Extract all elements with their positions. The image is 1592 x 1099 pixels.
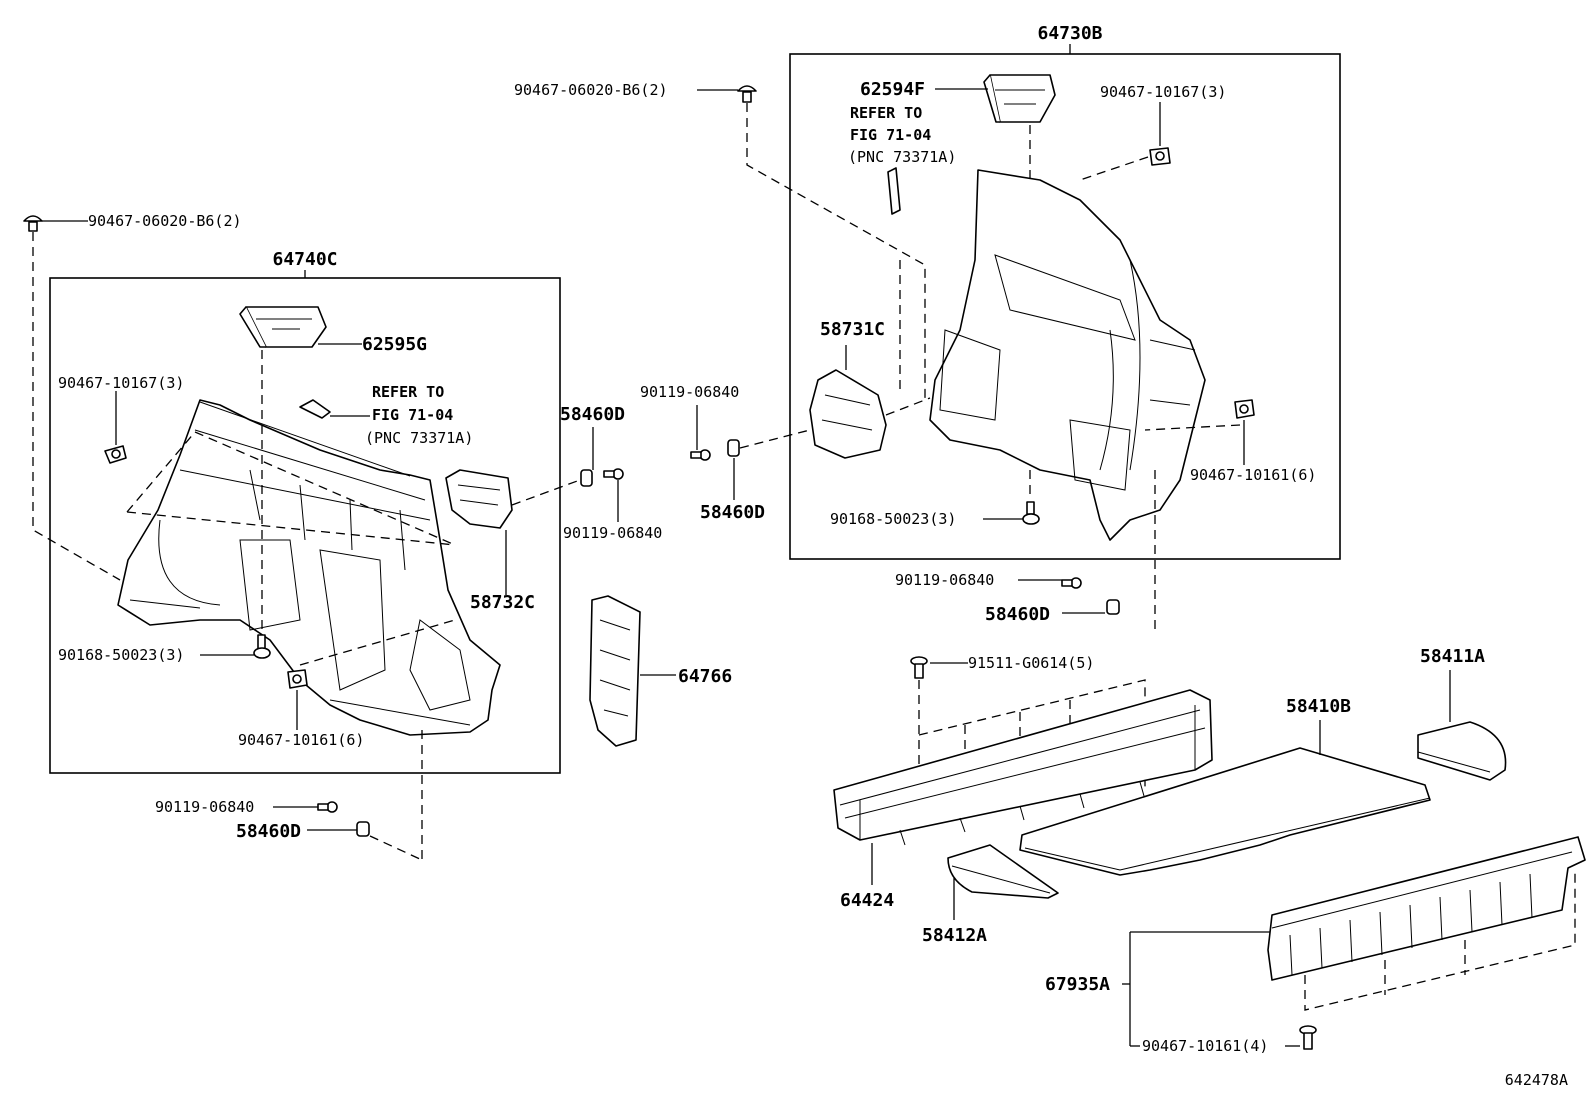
part-label: 90467-10167(3) [58, 374, 184, 392]
part-label: 90467-10161(6) [238, 731, 364, 749]
clip-nut-icon [580, 469, 593, 487]
figure-code: 642478A [1505, 1071, 1568, 1089]
clip-nut-icon [356, 821, 370, 837]
clip-icon [287, 669, 308, 689]
part-label: 64766 [678, 666, 732, 687]
part-label: 90467-10161(6) [1190, 466, 1316, 484]
side-cover-icon [1417, 721, 1507, 781]
reference-note: FIG 71-04 [372, 406, 453, 424]
clip-icon [1234, 399, 1255, 419]
deck-board-icon [1019, 747, 1431, 876]
side-panel-icon [589, 595, 641, 747]
screw-icon [253, 634, 271, 659]
side-cover-icon [947, 844, 1059, 899]
part-label: 90168-50023(3) [830, 510, 956, 528]
clip-icon [104, 445, 127, 464]
bracket-icon [445, 469, 513, 529]
reference-note: REFER TO [850, 104, 922, 122]
part-label: 62595G [362, 334, 427, 355]
bolt-icon [690, 449, 711, 461]
part-label: 58460D [985, 604, 1050, 625]
reference-note: FIG 71-04 [850, 126, 931, 144]
part-label: 90467-10161(4) [1142, 1037, 1268, 1055]
part-label: 58460D [700, 502, 765, 523]
reference-note: (PNC 73371A) [848, 148, 956, 166]
part-label: 90467-06020-B6(2) [88, 212, 242, 230]
part-label: 90119-06840 [155, 798, 254, 816]
part-label: 58732C [470, 592, 535, 613]
part-label: 58412A [922, 925, 987, 946]
part-label: 90168-50023(3) [58, 646, 184, 664]
screw-icon [910, 656, 928, 679]
clip-icon [1299, 1025, 1317, 1050]
screw-icon [1022, 501, 1040, 525]
scuff-plate-icon [1267, 836, 1586, 981]
right-assembly-label: 64730B [1037, 23, 1102, 44]
storage-box-icon [983, 74, 1056, 123]
left-assembly-label: 64740C [272, 249, 337, 270]
storage-box-icon [239, 306, 327, 348]
part-label: 64424 [840, 890, 894, 911]
part-label: 90467-06020-B6(2) [514, 81, 668, 99]
part-label: 58410B [1286, 696, 1351, 717]
part-label: 90467-10167(3) [1100, 83, 1226, 101]
clip-nut-icon [1106, 599, 1120, 615]
part-label: 58411A [1420, 646, 1485, 667]
clip-icon [1149, 147, 1171, 166]
part-label: 91511-G0614(5) [968, 654, 1094, 672]
right-assembly-box [789, 53, 1341, 560]
reference-note: (PNC 73371A) [365, 429, 473, 447]
bolt-icon [1061, 577, 1082, 589]
part-label: 90119-06840 [563, 524, 662, 542]
bolt-icon [603, 468, 624, 480]
part-label: 90119-06840 [895, 571, 994, 589]
clip-nut-icon [727, 439, 740, 457]
reference-note: REFER TO [372, 383, 444, 401]
rail-icon [833, 689, 1213, 846]
part-label: 58460D [560, 404, 625, 425]
quarter-trim-panel-right [929, 169, 1206, 541]
part-label: 90119-06840 [640, 383, 739, 401]
clip-icon [737, 85, 757, 103]
quarter-trim-panel-left [117, 399, 501, 736]
clip-icon [23, 215, 43, 232]
part-label: 58460D [236, 821, 301, 842]
part-label: 62594F [860, 79, 925, 100]
cover-icon [809, 369, 887, 459]
part-label: 67935A [1045, 974, 1110, 995]
part-label: 58731C [820, 319, 885, 340]
bolt-icon [317, 801, 338, 813]
